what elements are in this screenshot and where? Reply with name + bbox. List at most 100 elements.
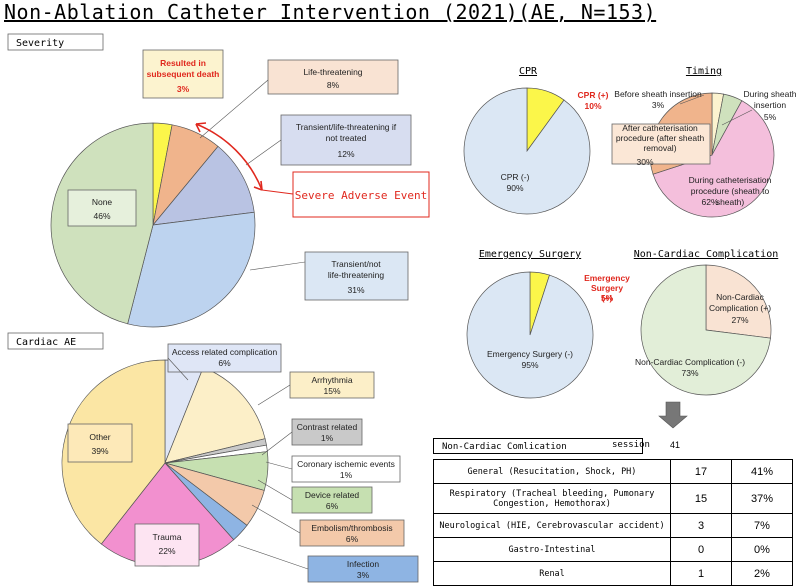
cardiac-label-0: Access related complication <box>172 347 278 357</box>
row-count: 1 <box>670 561 732 586</box>
timing-title: Timing <box>686 66 722 77</box>
severity-slice-2 <box>152 145 255 226</box>
page-title: Non-Ablation Catheter Intervention (2021… <box>4 0 657 24</box>
cardiac-pct-0: 6% <box>218 358 231 368</box>
cardiac-box-8 <box>67 423 133 463</box>
none-pct: 46% <box>93 211 110 221</box>
timing-after-label: After catheterisation <box>622 123 698 133</box>
row-category: General (Resucitation, Shock, PH) <box>433 459 671 484</box>
row-count: 0 <box>670 537 732 562</box>
leader-line <box>237 544 309 570</box>
leader-line <box>257 384 291 406</box>
row-pct: 7% <box>731 513 793 538</box>
cardiac-pct-5: 6% <box>346 534 359 544</box>
leader-line <box>251 504 301 534</box>
cpr-pos-label: CPR (+) <box>578 90 609 100</box>
table-header: Non-Cardiac Comlication <box>433 438 643 454</box>
row-category: Neurological (HIE, Cerebrovascular accid… <box>433 513 671 538</box>
noncard-slice-0 <box>705 264 772 339</box>
row-category: Respiratory (Tracheal bleeding, Pumonary… <box>433 483 671 514</box>
tlt-pct: 12% <box>337 149 354 159</box>
row-pct: 2% <box>731 561 793 586</box>
leader-line <box>245 139 282 166</box>
row-category: Renal <box>433 561 671 586</box>
severity-slice-3 <box>127 211 256 328</box>
tnlt-label: Transient/not <box>331 259 381 269</box>
row-count: 17 <box>670 459 732 484</box>
severe-arc-head <box>195 122 207 133</box>
timing-after-label: removal) <box>643 143 676 153</box>
death-label: subsequent death <box>147 69 220 79</box>
cardiac-pct-1: 15% <box>323 386 340 396</box>
row-count: 15 <box>670 483 732 514</box>
severity-label-box <box>7 33 104 51</box>
tnlt-label: life-threatening <box>328 270 385 280</box>
cpr-pos-pct: 10% <box>584 101 601 111</box>
cardiac-label-6: Infection <box>347 559 379 569</box>
cardiac-label-4: Device related <box>305 490 360 500</box>
cardiac-pct-8: 39% <box>91 446 108 456</box>
emerg-title: Emergency Surgery <box>479 249 581 260</box>
timing-before-pct: 3% <box>652 100 665 110</box>
row-count: 3 <box>670 513 732 538</box>
row-category: Gastro-Intestinal <box>433 537 671 562</box>
cardiac-box-1 <box>289 371 375 399</box>
timing-during-ins-label: During sheath <box>744 89 797 99</box>
cardiac-pct-7: 22% <box>158 546 175 556</box>
noncard-pos-pct: 27% <box>731 315 748 325</box>
cardiac-label-8: Other <box>89 432 110 442</box>
timing-during-cath-label: During catheterisation <box>689 175 772 185</box>
tnlt-pct: 31% <box>347 285 364 295</box>
timing-during-cath-label: procedure (sheath to <box>691 186 770 196</box>
table-row: Respiratory (Tracheal bleeding, Pumonary… <box>433 483 793 514</box>
timing-after-box <box>611 123 711 165</box>
cardiac-label-5: Embolism/thrombosis <box>311 523 392 533</box>
leader-line <box>261 431 293 456</box>
noncard-pos-label: Complication (+) <box>709 303 771 313</box>
cprpie-slice-1 <box>463 87 591 215</box>
timing-during-cath-label: sheath) <box>716 197 745 207</box>
leader-line <box>265 461 293 470</box>
leader-line <box>199 79 269 139</box>
noncard-slice-1 <box>640 264 771 396</box>
timing-during-ins-label: insertion <box>754 100 786 110</box>
noncard-neg-pct: 73% <box>681 368 698 378</box>
cardiac-pct-3: 1% <box>340 470 353 480</box>
cardiac-pct-4: 6% <box>326 501 339 511</box>
leader-line <box>249 261 306 271</box>
severe-event-box <box>292 171 430 218</box>
session-count: 41 <box>670 440 681 450</box>
row-pct: 0% <box>731 537 793 562</box>
cardiac-box-0 <box>167 343 282 373</box>
death-label-box <box>142 49 224 99</box>
tlt-label: Transient/life-threatening if <box>296 122 397 132</box>
cardiac-box-3 <box>291 455 401 483</box>
timing-during-ins-pct: 5% <box>764 112 777 122</box>
emerg-neg-label: Emergency Surgery (-) <box>487 349 573 359</box>
life-label: Life-threatening <box>303 67 362 77</box>
leader-line <box>721 109 753 126</box>
death-pct: 3% <box>177 84 190 94</box>
timing-after-label: procedure (after sheath <box>616 133 705 143</box>
emerg-pos-label: Surgery <box>591 283 623 293</box>
severe-arc-head <box>253 180 263 191</box>
cpr-neg-pct: 90% <box>506 183 523 193</box>
cardiac-label: Cardiac AE <box>16 337 76 348</box>
cardiac-label-2: Contrast related <box>297 422 358 432</box>
emerg-neg-pct: 95% <box>521 360 538 370</box>
cardiac-label-7: Trauma <box>153 532 182 542</box>
severity-label: Severity <box>16 38 64 49</box>
timing-during-cath-pct: 62% <box>701 197 718 207</box>
cardiac-pct-2: 1% <box>321 433 334 443</box>
severe-arc <box>195 123 263 191</box>
emerg-pos-label: (+) <box>602 293 613 303</box>
cardiac-label-box <box>7 332 104 350</box>
leader-line <box>257 479 293 501</box>
tnlt-label-box <box>304 251 409 301</box>
none-label: None <box>92 197 113 207</box>
emerg-pos-label: Emergency <box>584 273 630 283</box>
leader-line <box>167 357 189 381</box>
